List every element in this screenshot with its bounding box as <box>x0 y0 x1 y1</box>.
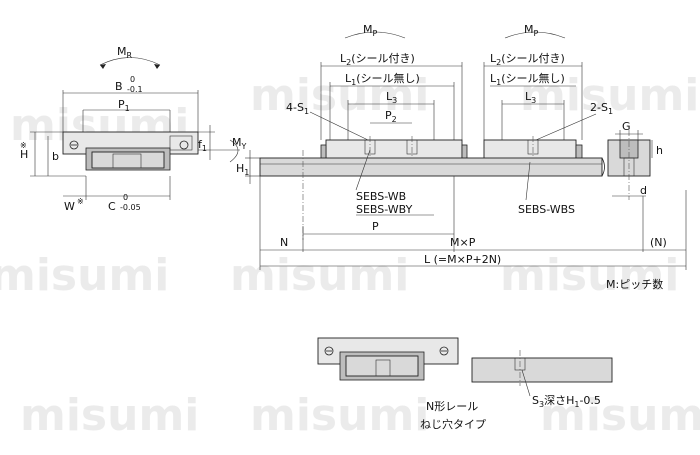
c-tol-top: 0 <box>123 193 128 202</box>
mp-label-1: MP <box>363 23 378 38</box>
pitch-note: M:ピッチ数 <box>606 278 663 291</box>
p-label: P <box>372 220 379 233</box>
rail-break <box>601 157 605 177</box>
mp-arc-2 <box>504 31 566 39</box>
h-star: ※ <box>20 141 27 150</box>
l1-label-1: L1(シール無し) <box>345 71 420 87</box>
n-rail-type-label: ねじ穴タイプ <box>420 417 486 431</box>
n-label: N <box>280 236 288 249</box>
b-tol-bottom: -0.1 <box>127 85 143 94</box>
model-leader-1 <box>355 149 371 191</box>
c-label: C <box>108 200 116 213</box>
mr-label: MR <box>117 45 133 60</box>
d-label: d <box>640 184 647 197</box>
l3-label-2: L3 <box>525 90 536 105</box>
watermark-text-5: misumi <box>230 250 409 301</box>
c-tol-bottom: -0.05 <box>120 203 141 212</box>
b-tol-top: 0 <box>130 75 135 84</box>
watermark-text-7: misumi <box>20 390 199 441</box>
block-tap-hole <box>169 135 193 151</box>
mr-arc <box>99 57 161 66</box>
mr-arrow-right <box>154 64 160 69</box>
tap-hole-1 <box>364 139 376 155</box>
n-screw-right-icon <box>439 346 449 356</box>
rail-side-detail <box>471 357 613 383</box>
g-label: G <box>622 120 631 133</box>
screw-right-icon <box>179 140 189 150</box>
watermark-text-9: misumi <box>540 390 700 441</box>
l2-label-1: L2(シール付き) <box>340 52 415 67</box>
watermark-text-8: misumi <box>250 390 429 441</box>
mr-arrow-left <box>100 64 106 69</box>
w-star: ※ <box>77 197 84 206</box>
l-formula-label: L (=M×P+2N) <box>424 253 501 266</box>
screw-left-icon <box>69 140 79 150</box>
tap-hole-2 <box>406 139 418 155</box>
p2-label: P2 <box>385 109 397 124</box>
n-rail-tap <box>375 359 391 377</box>
w-label: W <box>64 200 75 213</box>
n-rail-inner <box>345 355 419 377</box>
f1-label: f1 <box>198 138 207 153</box>
watermark-text-2: misumi <box>250 70 429 121</box>
l1-label-2: L1(シール無し) <box>490 71 565 87</box>
side-view: MP MP L2(シール付き) L1(シール無し) L2(シール付き) L1(シ… <box>236 23 687 291</box>
end-view: MR B 0 -0.1 P1 MY f1 H ※ <box>20 45 247 213</box>
s1-leader-1 <box>309 111 369 141</box>
model-leader-2 <box>525 161 531 201</box>
h-label: H <box>20 148 28 161</box>
model-label-wby: SEBS-WBY <box>356 203 413 216</box>
s1-leader-2 <box>535 113 597 141</box>
n-paren-label: (N) <box>650 236 667 249</box>
watermark-text-3: misumi <box>520 70 699 121</box>
watermark-text-6: misumi <box>500 250 679 301</box>
guide-rail <box>259 157 603 177</box>
mp-arc-1 <box>344 31 406 39</box>
mp-label-2: MP <box>524 23 539 38</box>
s1-label-2: 2-S1 <box>590 101 613 116</box>
my-label: MY <box>232 136 247 151</box>
l2-label-2: L2(シール付き) <box>490 52 565 67</box>
rail-end-inner <box>91 151 165 169</box>
rail-bolt-hole <box>112 153 142 169</box>
n-rail-detail: N形レール ねじ穴タイプ S3深さH1-0.5 <box>317 337 613 431</box>
model-label-wb: SEBS-WB <box>356 190 406 203</box>
model-label-wbs: SEBS-WBS <box>518 203 575 216</box>
watermark: misumi misumi misumi misumi misumi misum… <box>0 70 700 441</box>
my-arc <box>229 139 239 163</box>
s1-label-1: 4-S1 <box>286 101 309 116</box>
n-rail-label: N形レール <box>426 400 478 413</box>
h1-label: H1 <box>236 162 249 177</box>
n-screw-left-icon <box>324 346 334 356</box>
b-height-label: b <box>52 150 59 163</box>
watermark-text-4: misumi <box>0 250 169 301</box>
p1-label: P1 <box>118 98 130 113</box>
s3-label: S3深さH1-0.5 <box>532 394 601 409</box>
l3-label-1: L3 <box>386 90 397 105</box>
s3-leader <box>521 369 531 397</box>
mxp-label: M×P <box>450 236 476 249</box>
h-end-label: h <box>656 144 663 157</box>
b-label: B <box>115 80 123 93</box>
